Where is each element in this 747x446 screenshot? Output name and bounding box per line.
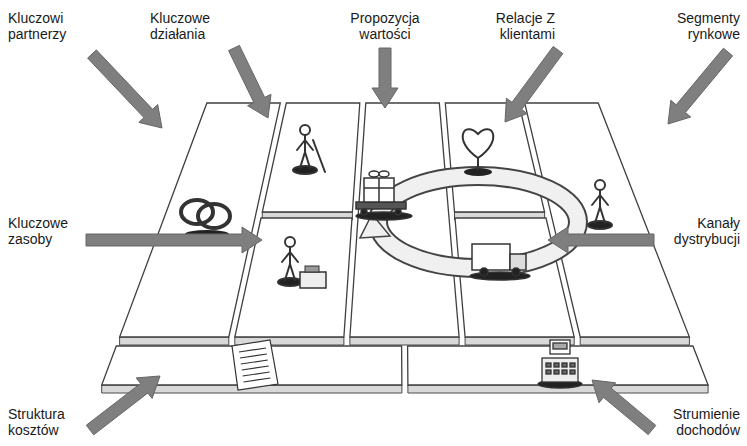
document-icon-part <box>241 360 268 364</box>
gift-icon-part <box>369 171 379 177</box>
person-figure-part <box>290 264 295 280</box>
truck-icon-part <box>480 268 488 276</box>
section-label: Relacje Z klientami <box>473 10 555 42</box>
machine-icon-part <box>305 266 319 272</box>
gift-icon-part <box>356 202 406 209</box>
canvas-tile <box>262 103 360 212</box>
pointer-arrow <box>229 45 271 118</box>
section-label: Segmenty rynkowe <box>662 10 740 42</box>
person-figure-part <box>313 140 325 172</box>
gift-icon-part <box>364 178 394 202</box>
person-figure-part <box>595 180 605 190</box>
person-figure-part <box>297 140 305 150</box>
document-icon-part <box>242 366 269 370</box>
relation-loop <box>360 176 578 268</box>
person-figure-part <box>599 190 601 207</box>
tile-edge <box>350 337 459 345</box>
person-figure-part <box>305 152 310 168</box>
gift-icon-part <box>395 209 401 215</box>
machine-icon-part <box>300 272 326 288</box>
machine-icon <box>300 266 326 288</box>
document-icon-part <box>232 340 278 390</box>
gift-icon-part <box>364 187 394 189</box>
pointer-arrow <box>505 46 563 122</box>
section-label: Kluczowi partnerzy <box>8 10 88 42</box>
rings-icon-part <box>198 204 230 228</box>
person-figure-part <box>285 237 295 247</box>
tile-edge <box>580 337 689 345</box>
section-label: Kluczowe działania <box>150 10 228 42</box>
person-figure-part <box>305 140 313 150</box>
pointer-arrow <box>86 376 160 435</box>
register-icon-part <box>546 363 551 367</box>
gift-icon-part <box>361 209 367 215</box>
register-icon-part <box>546 370 551 374</box>
person-figure-part <box>300 125 310 135</box>
rings-icon <box>181 200 230 238</box>
pointer-arrow <box>88 50 162 128</box>
section-label: Kanały dystrybucji <box>658 215 740 247</box>
canvas-tile <box>525 103 690 337</box>
register-icon-part <box>554 363 559 367</box>
person-figure-part <box>300 152 305 168</box>
document-icon-part <box>243 372 270 376</box>
document-icon-part <box>239 348 266 352</box>
gift-icon-part <box>378 178 380 202</box>
register-icon-part <box>562 370 567 374</box>
person-figure-part <box>592 195 600 205</box>
tile-edge <box>120 337 229 345</box>
register-icon-part <box>550 340 570 354</box>
truck-icon-part <box>472 244 510 270</box>
section-label: Strumienie dochodów <box>656 406 740 438</box>
truck-icon-part <box>510 254 526 270</box>
section-label: Propozycja wartości <box>342 10 428 42</box>
person-figure <box>588 180 612 229</box>
truck-icon <box>470 244 530 280</box>
heart-icon-part <box>463 129 494 158</box>
document-icon <box>232 340 278 390</box>
canvas-board <box>102 103 708 393</box>
register-icon <box>538 340 582 388</box>
gift-icon-part <box>379 171 389 177</box>
canvas-tile <box>350 103 459 337</box>
truck-icon-part <box>470 272 530 280</box>
person-figure <box>278 237 302 286</box>
person-figure-part <box>282 252 290 262</box>
register-icon-part <box>570 363 575 367</box>
heart-icon <box>463 129 494 176</box>
truck-icon-part <box>512 268 520 276</box>
pointer-arrow <box>86 227 262 253</box>
person-figure-part <box>600 207 605 223</box>
person-figure-part <box>289 247 291 264</box>
document-icon-part <box>240 354 267 358</box>
section-label: Struktura kosztów <box>8 406 86 438</box>
document-icon-part <box>244 378 271 382</box>
register-icon-part <box>554 370 559 374</box>
pointer-arrow <box>548 227 654 253</box>
person-figure-part <box>285 264 290 280</box>
pointer-arrow <box>668 48 733 124</box>
register-icon-part <box>570 370 575 374</box>
pointer-arrow <box>372 48 398 108</box>
register-icon-part <box>553 343 567 349</box>
person-figure-part <box>600 195 608 205</box>
pointer-arrows <box>86 45 733 434</box>
person-figure <box>293 125 325 174</box>
register-icon-part <box>562 363 567 367</box>
section-label: Kluczowe zasoby <box>8 215 80 247</box>
register-icon-part <box>542 358 578 382</box>
gift-icon <box>356 171 412 220</box>
person-figure-part <box>304 135 306 152</box>
person-figure-part <box>595 207 600 223</box>
person-figure-part <box>588 221 612 229</box>
person-figure-part <box>290 252 298 262</box>
person-figure-part <box>278 278 302 286</box>
person-figure-part <box>293 166 317 174</box>
pointer-arrow <box>592 380 656 435</box>
